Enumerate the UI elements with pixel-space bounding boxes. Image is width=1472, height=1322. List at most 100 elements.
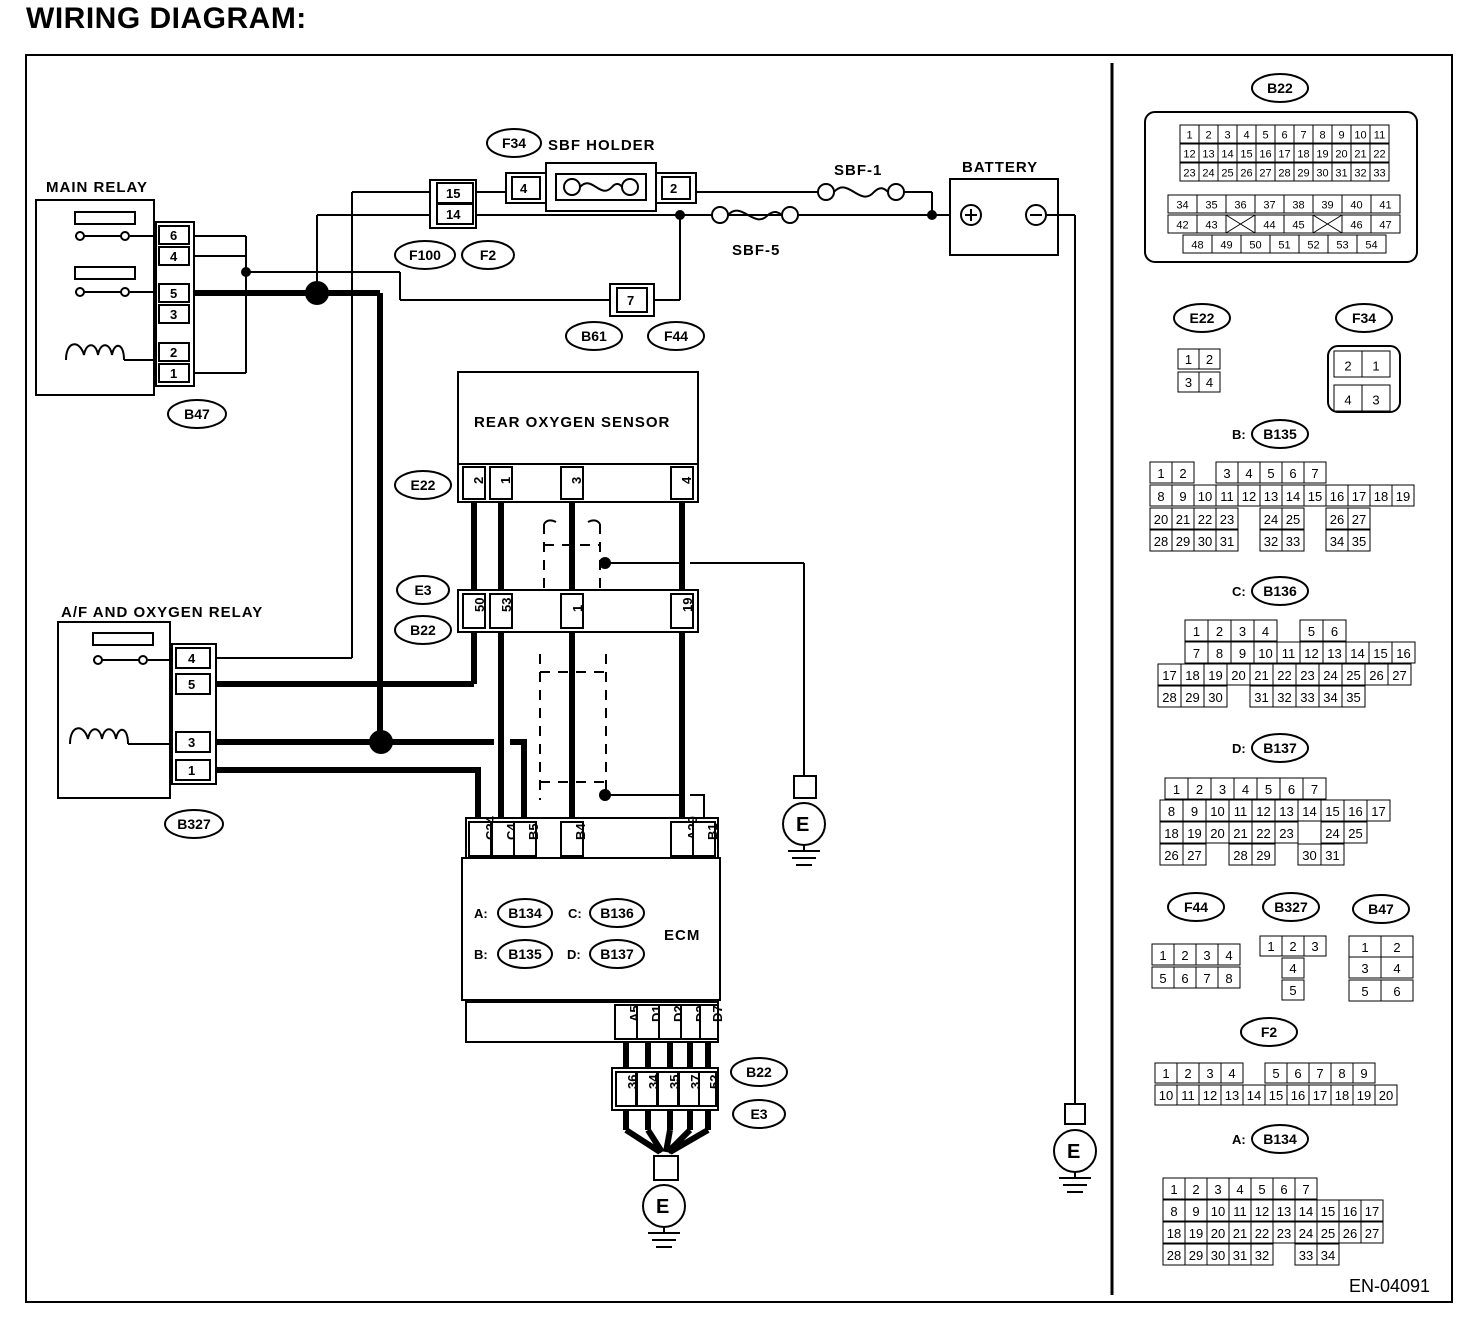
pin-number: 22 [1373,149,1385,161]
pin-number: 20 [1210,826,1224,841]
pin-number: 3 [1224,130,1230,142]
battery-label: BATTERY [962,159,1038,176]
pin-number: 25 [1346,668,1360,683]
ecm-sub-b136: B136 [600,905,634,921]
pin-number: 23 [1183,168,1195,180]
pin-number: 34 [1323,690,1337,705]
pin: 6 [170,228,177,243]
pin-number: 19 [1357,1088,1371,1103]
pin-number: 7 [1203,971,1210,986]
pin-number: 32 [1354,168,1366,180]
rear-oxygen-sensor: REAR OXYGEN SENSOR 2 1 3 4 E22 [394,371,699,503]
pin-number: 7 [1316,1066,1323,1081]
pin-number: 15 [1308,489,1322,504]
pin-number: 13 [1279,804,1293,819]
pin-number: 1 [1372,359,1379,374]
pin-number: 6 [1288,782,1295,797]
pin-number: 18 [1164,826,1178,841]
pin-number: 30 [1211,1248,1225,1263]
pin-number: 32 [1255,1248,1269,1263]
pin-number: 26 [1369,668,1383,683]
pin-cell [1303,935,1327,957]
pin: 2 [471,477,486,484]
connector-b61-f44: 7 B61 F44 [565,283,705,351]
pin-number: 28 [1154,534,1168,549]
pin-number: 30 [1208,690,1222,705]
pin-number: 5 [1258,1182,1265,1197]
pin-number: 18 [1297,149,1309,161]
legend-tag: B22 [1267,80,1293,96]
pin-number: 6 [1181,971,1188,986]
pin: 15 [446,186,460,201]
pin-number: 17 [1278,149,1290,161]
pin-number: 9 [1191,804,1198,819]
legend-prefix: D: [1232,741,1246,756]
pin-number: 31 [1325,848,1339,863]
pin-number: 5 [1361,984,1368,999]
pin-number: 26 [1343,1226,1357,1241]
pin-number: 1 [1159,948,1166,963]
pin-number: 14 [1299,1204,1313,1219]
pin-number: 8 [1168,804,1175,819]
pin: 50 [472,598,487,612]
sbf1-label: SBF-1 [834,162,882,179]
pin-number: 1 [1186,130,1192,142]
main-relay-label: MAIN RELAY [46,179,148,196]
pin-number: 27 [1352,512,1366,527]
rear-o2-label: REAR OXYGEN SENSOR [474,414,670,431]
connector-f100-f2: 15 14 F100 F2 [394,179,515,270]
pin-number: 33 [1300,690,1314,705]
pin-number: 5 [1308,624,1315,639]
pin-number: 26 [1330,512,1344,527]
legend-tag: E22 [1190,310,1215,326]
connector-e3-b22-upper: 50 53 1 19 E3 B22 [394,575,699,645]
legend-prefix: C: [1232,584,1246,599]
pin: 4 [520,181,528,196]
pin-number: 5 [1267,466,1274,481]
ecm-sub-b137: B137 [600,946,634,962]
pin-number: 19 [1396,489,1410,504]
pin-number: 15 [1269,1088,1283,1103]
pin-cell [1356,234,1387,254]
pin-cell [1220,1062,1244,1084]
pin-number: 28 [1162,690,1176,705]
pin: 4 [170,249,178,264]
pin: 1 [170,366,177,381]
legend-tag: B47 [1368,901,1394,917]
pin-cell [1203,685,1228,708]
pin-number: 17 [1313,1088,1327,1103]
pin-cell [1352,1062,1376,1084]
pin: 2 [170,345,177,360]
pin-number: 21 [1254,668,1268,683]
pin-number: 35 [1352,534,1366,549]
pin-number: 14 [1302,804,1316,819]
pin-number: 18 [1335,1088,1349,1103]
pin-number: 52 [1307,240,1319,252]
pin: 1 [570,605,585,612]
pin: 5 [188,677,195,692]
pin-number: 7 [1300,130,1306,142]
pin-number: 4 [1245,466,1252,481]
pin-number: 1 [1185,352,1192,367]
pin-cell [1369,143,1390,163]
ecm-sub-key: A: [474,906,488,921]
pin-number: 13 [1264,489,1278,504]
pin-number: 25 [1348,826,1362,841]
pin: B4 [573,823,588,840]
pin-number: 13 [1327,646,1341,661]
pin-number: 17 [1352,489,1366,504]
pin-number: 3 [1372,393,1379,408]
legend-tag: B136 [1263,583,1297,599]
pin-number: 12 [1304,646,1318,661]
pin-number: 14 [1221,149,1233,161]
pin-number: 13 [1277,1204,1291,1219]
pin-cell [1217,966,1241,989]
pin-number: 45 [1292,220,1304,232]
pin-number: 10 [1211,1204,1225,1219]
pin-number: 11 [1234,804,1248,819]
